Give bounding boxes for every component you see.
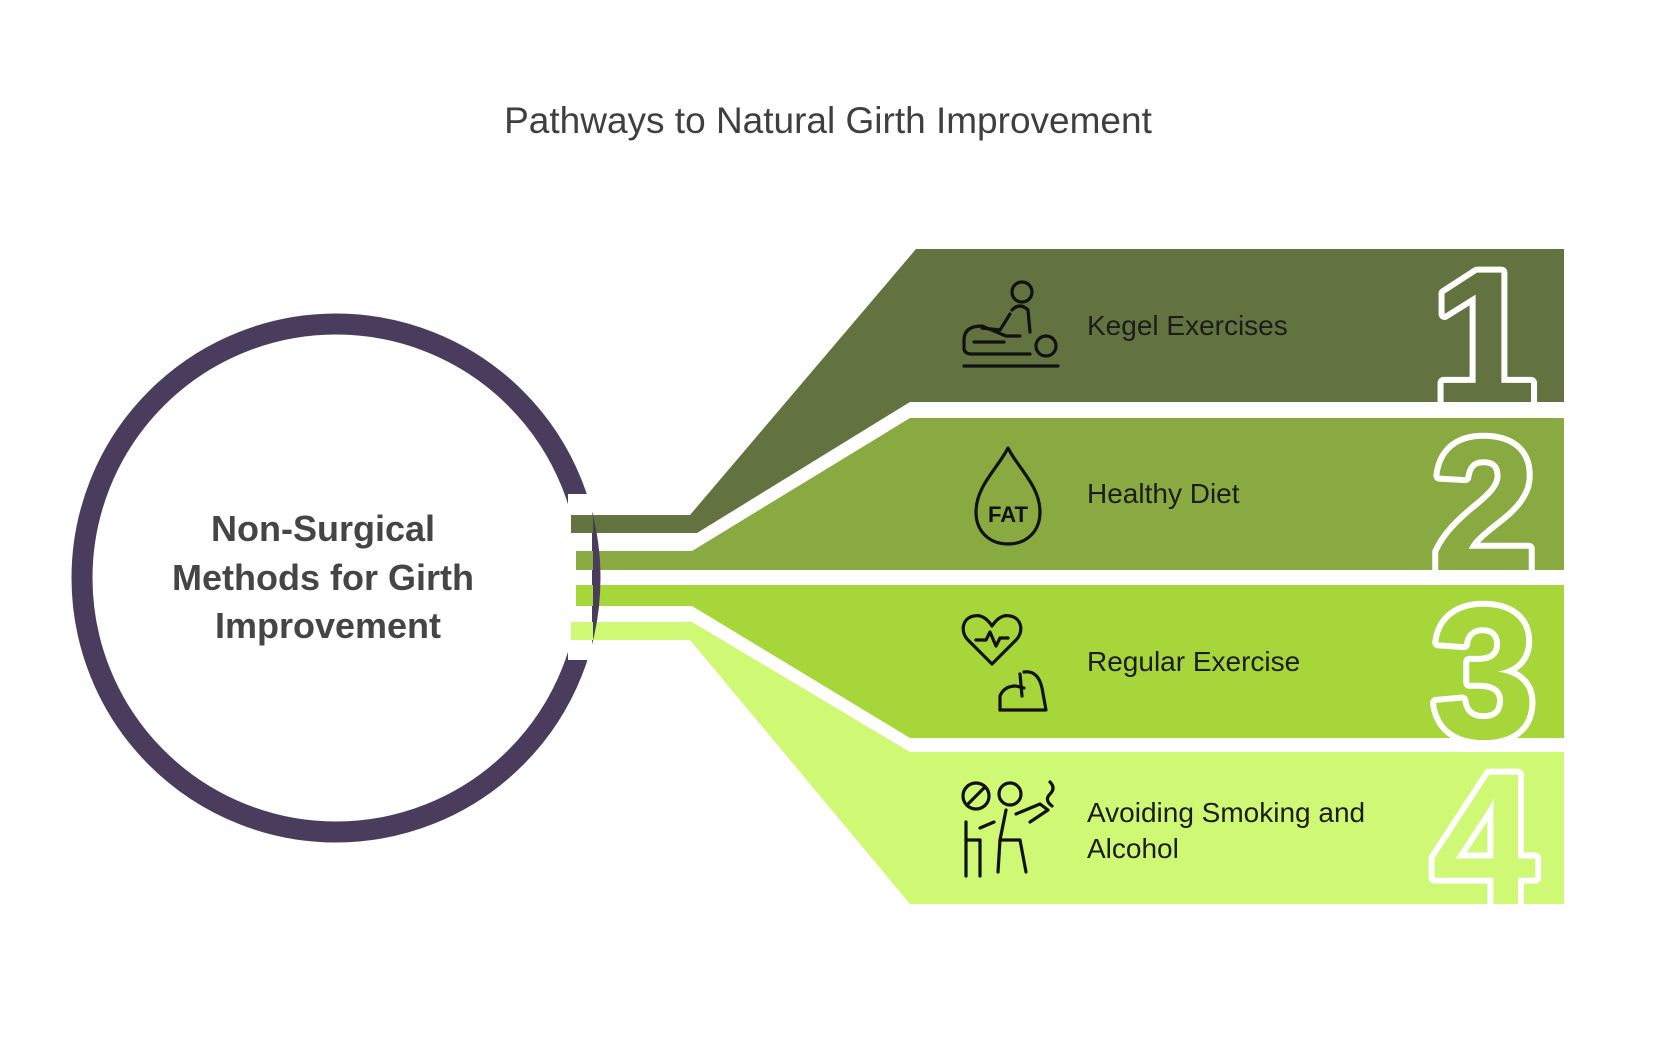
band-shape: [576, 418, 1564, 570]
step-number-1: 1: [1432, 232, 1537, 442]
band-stub-2: [576, 551, 593, 570]
fat-icon-text: FAT: [988, 502, 1028, 527]
diagram-title: Pathways to Natural Girth Improvement: [504, 100, 1152, 141]
item-label-line: Avoiding Smoking and: [1087, 797, 1365, 828]
band-shape: [571, 249, 1564, 533]
item-label-2: Healthy Diet: [1087, 478, 1240, 509]
center-line: Improvement: [215, 605, 441, 646]
band-stub-1: [571, 515, 593, 533]
item-label-line: Regular Exercise: [1087, 646, 1300, 677]
central-node: Non-Surgical Methods for Girth Improveme…: [71, 313, 601, 843]
center-line: Methods for Girth: [172, 557, 474, 598]
step-number-3: 3: [1432, 568, 1537, 778]
center-title: Non-Surgical Methods for Girth Improveme…: [172, 508, 484, 646]
center-line: Non-Surgical: [211, 508, 435, 549]
pathway-band-3: [576, 585, 1564, 738]
heart-muscle-icon: [961, 614, 1048, 712]
band-stub-4: [571, 622, 593, 640]
band-shape: [576, 585, 1564, 738]
item-label-4: Avoiding Smoking and Alcohol: [1087, 797, 1373, 864]
fat-drop-icon: FAT: [974, 446, 1042, 546]
item-label-3: Regular Exercise: [1087, 646, 1300, 677]
step-number-4: 4: [1432, 734, 1537, 944]
pathway-band-1: [571, 249, 1564, 533]
item-label-line: Alcohol: [1087, 833, 1179, 864]
massage-icon: [962, 280, 1060, 368]
band-shape: [571, 622, 1564, 904]
item-label-1: Kegel Exercises: [1087, 310, 1288, 341]
step-number-2: 2: [1432, 400, 1537, 610]
item-label-line: Kegel Exercises: [1087, 310, 1288, 341]
item-label-line: Healthy Diet: [1087, 478, 1240, 509]
no-smoking-icon: [961, 780, 1055, 878]
pathway-band-4: [571, 622, 1564, 904]
pathway-band-2: [576, 418, 1564, 570]
band-stub-3: [576, 585, 593, 606]
